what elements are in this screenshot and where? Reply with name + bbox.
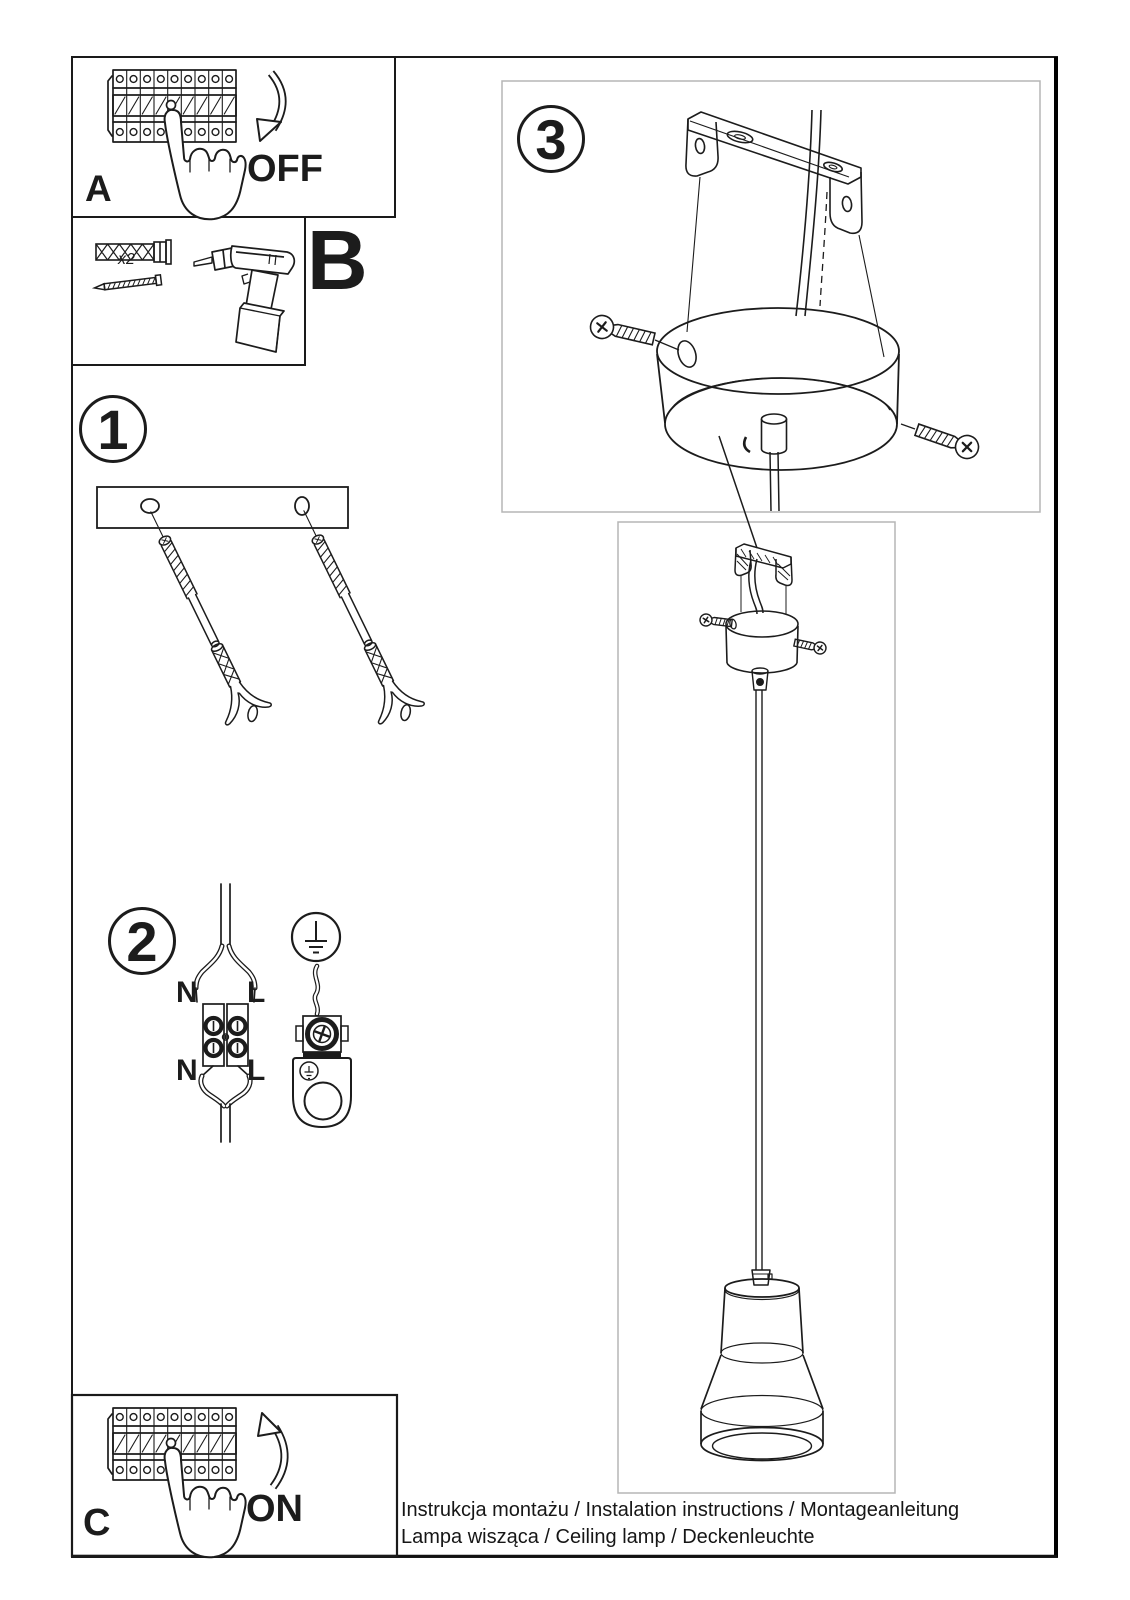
panel-a-label: A	[85, 168, 112, 209]
wire-n-top-label: N	[176, 976, 198, 1009]
power-on-arrow-icon	[257, 1412, 289, 1490]
power-on-label: ON	[246, 1488, 303, 1530]
ground-clamp-illustration	[292, 1015, 352, 1129]
hanger-bracket-illustration	[734, 543, 793, 615]
circuit-breaker-off-illustration	[107, 69, 247, 221]
footer-title-line: Instrukcja montażu / Instalation instruc…	[401, 1499, 960, 1521]
canopy-screw-icon	[587, 312, 658, 352]
ceiling-bracket-illustration	[685, 109, 885, 358]
panel-3-box	[501, 80, 1041, 513]
mounting-screw-icon	[91, 274, 163, 291]
drill-icon	[193, 245, 296, 353]
panel-c-label: C	[83, 1502, 111, 1544]
terminal-block-illustration	[202, 1003, 249, 1067]
power-off-label: OFF	[247, 148, 323, 190]
footer-product-line: Lampa wisząca / Ceiling lamp / Deckenleu…	[401, 1526, 815, 1548]
canopy-screw-icon	[912, 417, 983, 463]
step-3-badge: 3	[517, 105, 585, 173]
ground-wire-illustration	[312, 963, 321, 1017]
wire-l-bottom-label: L	[247, 1054, 266, 1087]
small-canopy-screw-icon	[792, 635, 828, 656]
outgoing-cable-illustration	[198, 1065, 253, 1143]
detail-leader-line	[718, 435, 758, 549]
main-illustration-box	[617, 521, 896, 1494]
circuit-breaker-on-illustration	[107, 1407, 247, 1559]
panel-c-box	[70, 1393, 399, 1558]
canopy-illustration	[654, 307, 916, 512]
mounting-plate-illustration	[96, 486, 349, 529]
step-2-badge: 2	[108, 907, 176, 975]
panel-b-box	[71, 216, 306, 366]
wire-l-top-label: L	[247, 976, 266, 1009]
wall-plug-screw-illustration	[279, 499, 430, 735]
wire-n-bottom-label: N	[176, 1054, 198, 1087]
lampshade-illustration	[700, 1269, 824, 1462]
power-off-arrow-icon	[256, 70, 287, 142]
step-1-badge: 1	[79, 395, 147, 463]
panel-b-label: B	[307, 213, 368, 307]
mains-cable-illustration	[193, 883, 258, 1003]
small-canopy-illustration	[725, 610, 799, 691]
suspension-cord	[755, 690, 763, 1270]
page-border	[71, 56, 1058, 1558]
ground-symbol-icon	[290, 911, 342, 963]
pendant-lamp-illustration	[700, 543, 824, 1462]
wall-plug-icon	[95, 239, 172, 265]
quantity-label: x2	[118, 251, 135, 268]
wall-plug-screw-illustration	[126, 500, 277, 736]
